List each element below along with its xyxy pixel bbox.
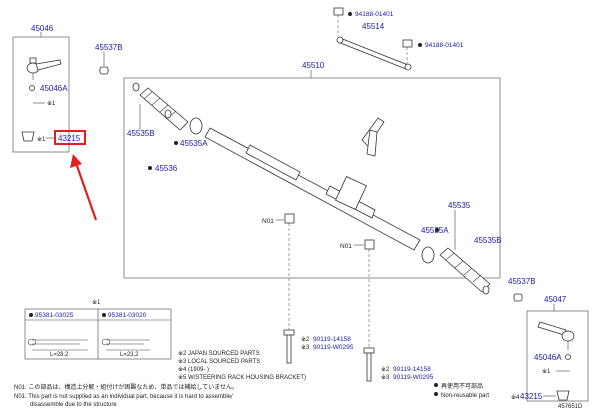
part-45535-right[interactable]: 45535 <box>448 201 471 210</box>
right-boot-clamp[interactable] <box>482 285 490 295</box>
note-n01-en-2: disassemble due to the structure <box>30 402 117 408</box>
left-dust-boot[interactable] <box>21 131 35 142</box>
left-rack-bushing[interactable] <box>99 66 109 75</box>
part-45535b-right[interactable]: 45535B <box>474 236 502 245</box>
part-95381-03025[interactable]: 95381-03025 <box>35 312 74 319</box>
n01-upper-nut[interactable] <box>284 213 295 224</box>
rack-assembly-box <box>123 77 501 279</box>
diagram-id: 457651D <box>558 404 583 410</box>
bullet-94188-top <box>348 12 352 16</box>
mark-ast3-a: ※3 <box>301 344 310 351</box>
note-ast3: ※3 LOCAL SOURCED PARTS <box>178 358 260 365</box>
note-ast4: ※4 (1909- ) <box>178 366 209 373</box>
bullet-95381-03025 <box>29 313 33 317</box>
part-43215-left[interactable]: 43215 <box>58 134 81 143</box>
mark-ast1-right: ※1 <box>542 368 551 375</box>
part-95381-03020[interactable]: 95381-03020 <box>108 312 147 319</box>
mark-ast2-b: ※2 <box>381 366 390 373</box>
cotter-pin-23 <box>101 338 150 351</box>
part-45046[interactable]: 45046 <box>31 24 54 33</box>
left-boot-clip[interactable] <box>189 117 203 135</box>
right-tie-rod-nut[interactable] <box>565 354 571 360</box>
part-45047[interactable]: 45047 <box>544 295 567 304</box>
note-n01-en-1: N01: This part is not supplied as an ind… <box>14 394 233 400</box>
steering-linkage-45514[interactable] <box>336 36 412 71</box>
bullet-95381-03020 <box>102 313 106 317</box>
steering-rack-housing[interactable] <box>204 117 421 251</box>
part-90119-14158-a[interactable]: 90119-14158 <box>313 336 351 343</box>
note-n01-jp: N01: この部品は、構造上分解・組付けが困難なため、単品では補給していません。 <box>14 383 238 391</box>
part-90119-14158-b[interactable]: 90119-14158 <box>393 366 431 373</box>
bullet-45535a-left <box>174 141 178 145</box>
mark-ast4-right: ※4 <box>511 394 520 401</box>
mark-ast1: ※1 <box>37 136 46 143</box>
mark-ast3-b: ※3 <box>381 374 390 381</box>
part-45536[interactable]: 45536 <box>155 164 178 173</box>
part-94188-top[interactable]: 94188-01401 <box>355 11 394 18</box>
part-45046a-right[interactable]: 45046A <box>534 353 562 362</box>
part-45046a-left[interactable]: 45046A <box>40 84 68 93</box>
right-dust-boot[interactable] <box>556 390 570 401</box>
part-45537b-right[interactable]: 45537B <box>508 277 536 286</box>
left-tie-rod-end[interactable] <box>26 57 62 80</box>
part-45535b-left[interactable]: 45535B <box>127 129 155 138</box>
part-43215-right[interactable]: 43215 <box>520 392 543 401</box>
highlight-box-43215 <box>54 130 86 145</box>
right-tie-rod-group-box <box>526 310 589 402</box>
mark-ast1-box: ※1 <box>92 299 101 306</box>
part-45537b-left[interactable]: 45537B <box>95 43 123 52</box>
top-bolt-b[interactable] <box>402 39 413 64</box>
right-tie-rod-end[interactable] <box>537 321 575 350</box>
part-94188-right[interactable]: 94188-01401 <box>425 42 464 49</box>
bolt-b[interactable] <box>363 347 375 382</box>
cotter-pin-28 <box>27 338 88 351</box>
part-45510[interactable]: 45510 <box>302 61 325 70</box>
part-90119-w0295-b[interactable]: 90119-W0295 <box>393 374 434 381</box>
n01-lower[interactable]: N01 <box>340 243 352 250</box>
right-rack-bushing[interactable] <box>513 293 523 302</box>
bolt-a[interactable] <box>283 329 295 364</box>
note-ast5: ※5 W/STEERING RACK HOUSING BRACKET) <box>178 374 306 381</box>
part-45535a-right[interactable]: 45535A <box>421 226 449 235</box>
dimension-l28: L=28.2 <box>50 352 69 358</box>
right-rack-boot[interactable] <box>439 247 491 293</box>
top-bolt-a[interactable] <box>333 7 344 36</box>
left-tie-rod-nut[interactable] <box>29 85 35 91</box>
part-90119-w0295-a[interactable]: 90119-W0295 <box>313 344 354 351</box>
bullet-45535a-right <box>435 228 439 232</box>
n01-lower-nut[interactable] <box>364 239 375 250</box>
legend-reuse-jp: 再使用不可部品 <box>441 382 483 390</box>
legend-bullet-reuse <box>434 383 438 387</box>
bullet-94188-right <box>418 43 422 47</box>
mark-ast2-a: ※2 <box>301 336 310 343</box>
right-boot-clip[interactable] <box>421 246 435 264</box>
legend-bullet-nonreuse <box>434 392 438 396</box>
part-45514[interactable]: 45514 <box>362 22 385 31</box>
left-rack-boot[interactable] <box>139 87 189 131</box>
red-arrow-indicator <box>70 154 98 221</box>
note-ast2: ※2 JAPAN SOURCED PARTS <box>178 350 260 357</box>
mark-ast1-left: ※1 <box>47 100 56 107</box>
legend-nonreuse: Non-reusable part <box>441 393 489 399</box>
n01-upper[interactable]: N01 <box>262 218 274 225</box>
bullet-45536 <box>148 166 152 170</box>
left-boot-clamp[interactable] <box>132 82 172 119</box>
part-45535a-left[interactable]: 45535A <box>180 139 208 148</box>
dimension-l23: L=23.2 <box>120 352 139 358</box>
